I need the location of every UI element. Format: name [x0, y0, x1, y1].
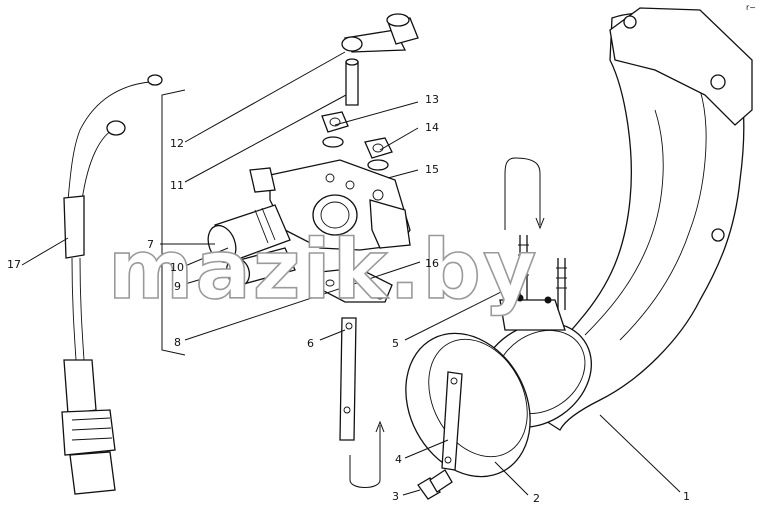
- callout-14: 14: [425, 121, 439, 134]
- assembly-guides: [161, 89, 545, 488]
- callout-10: 10: [170, 261, 184, 274]
- corner-mark: r~: [746, 3, 756, 12]
- callout-2: 2: [533, 492, 540, 505]
- lever-and-fasteners: [321, 13, 419, 171]
- callout-6: 6: [307, 337, 314, 350]
- valve-disc-part: [405, 332, 531, 478]
- callout-3: 3: [392, 490, 399, 503]
- callout-4: 4: [395, 453, 402, 466]
- callout-5: 5: [392, 337, 399, 350]
- callout-1: 1: [683, 490, 690, 503]
- callout-11: 11: [170, 179, 184, 192]
- bolt-part: [417, 469, 453, 500]
- callout-9: 9: [174, 280, 181, 293]
- callout-7: 7: [147, 238, 154, 251]
- callout-16: 16: [425, 257, 439, 270]
- callout-17: 17: [7, 258, 21, 271]
- callout-15: 15: [425, 163, 439, 176]
- gasket-and-shaft: [319, 267, 393, 441]
- callout-8: 8: [174, 336, 181, 349]
- callout-labels: 1 2 3 4 5 6 7 8 9 10 11 12 13 14 15 16 1…: [7, 93, 690, 505]
- valve-body-assembly: [207, 159, 411, 287]
- watermark-text: mazik.by: [108, 223, 538, 318]
- callout-13: 13: [425, 93, 439, 106]
- callout-12: 12: [170, 137, 184, 150]
- wire-harness-part: [61, 74, 163, 495]
- leader-lines: [21, 51, 681, 496]
